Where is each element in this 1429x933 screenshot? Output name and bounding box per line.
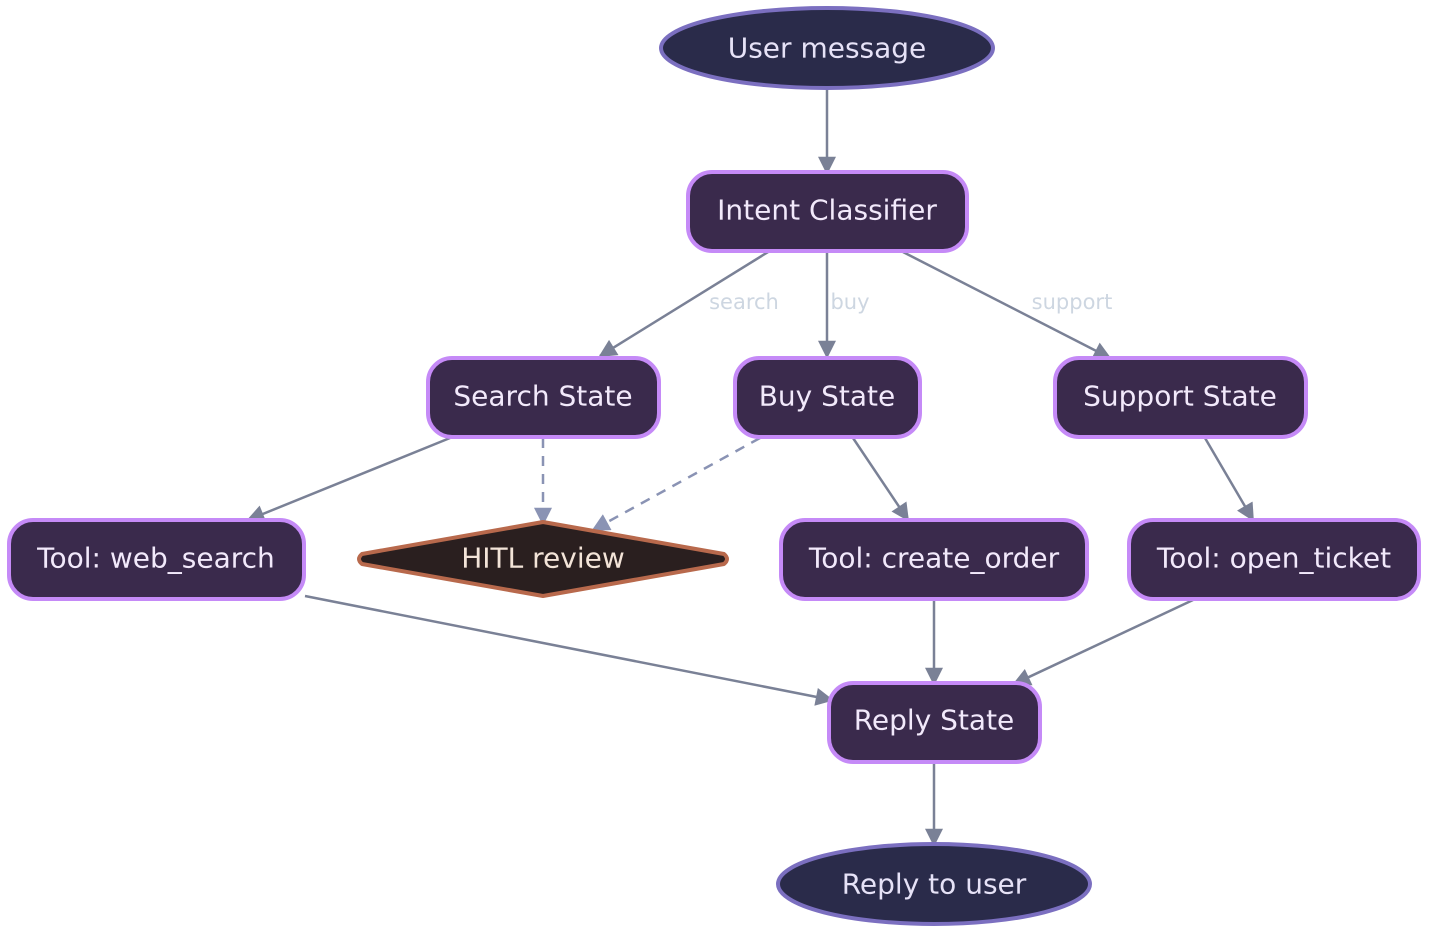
edges xyxy=(246,89,1255,847)
node-intent-classifier-label: Intent Classifier xyxy=(717,194,937,227)
node-tool-create-order: Tool: create_order xyxy=(779,518,1089,601)
node-tool-web-search-label: Tool: web_search xyxy=(36,542,275,575)
node-hitl-review: HITL review xyxy=(357,520,729,598)
node-reply-state-label: Reply State xyxy=(854,704,1015,737)
node-intent-classifier: Intent Classifier xyxy=(686,170,969,253)
node-search-state-label: Search State xyxy=(453,380,632,413)
node-reply-to-user-label: Reply to user xyxy=(842,868,1027,901)
edge-web-search-to-reply xyxy=(304,594,834,706)
edge-classifier-to-support xyxy=(902,250,1112,360)
edge-classifier-to-search xyxy=(598,250,769,358)
node-hitl-review-label: HITL review xyxy=(461,542,625,575)
node-support-state: Support State xyxy=(1053,356,1308,439)
node-reply-state: Reply State xyxy=(827,681,1042,764)
edge-label-search: search xyxy=(709,290,779,314)
node-buy-state-label: Buy State xyxy=(759,380,896,413)
node-buy-state: Buy State xyxy=(733,356,922,439)
node-user-message-label: User message xyxy=(728,32,927,65)
edge-buy-to-hitl xyxy=(591,436,761,532)
edge-search-to-web-search xyxy=(246,436,451,523)
edge-buy-to-create-order xyxy=(851,437,910,522)
edge-support-to-open-ticket xyxy=(1203,437,1255,522)
edge-label-buy: buy xyxy=(830,290,869,314)
edge-label-support: support xyxy=(1032,290,1113,314)
node-tool-open-ticket: Tool: open_ticket xyxy=(1127,518,1421,601)
node-tool-open-ticket-label: Tool: open_ticket xyxy=(1156,542,1391,575)
node-reply-to-user: Reply to user xyxy=(776,842,1092,926)
node-tool-web-search: Tool: web_search xyxy=(7,518,306,601)
node-user-message: User message xyxy=(659,6,995,90)
node-search-state: Search State xyxy=(426,356,661,439)
node-support-state-label: Support State xyxy=(1083,380,1277,413)
edge-open-ticket-to-reply xyxy=(1012,598,1194,686)
node-tool-create-order-label: Tool: create_order xyxy=(808,542,1060,575)
